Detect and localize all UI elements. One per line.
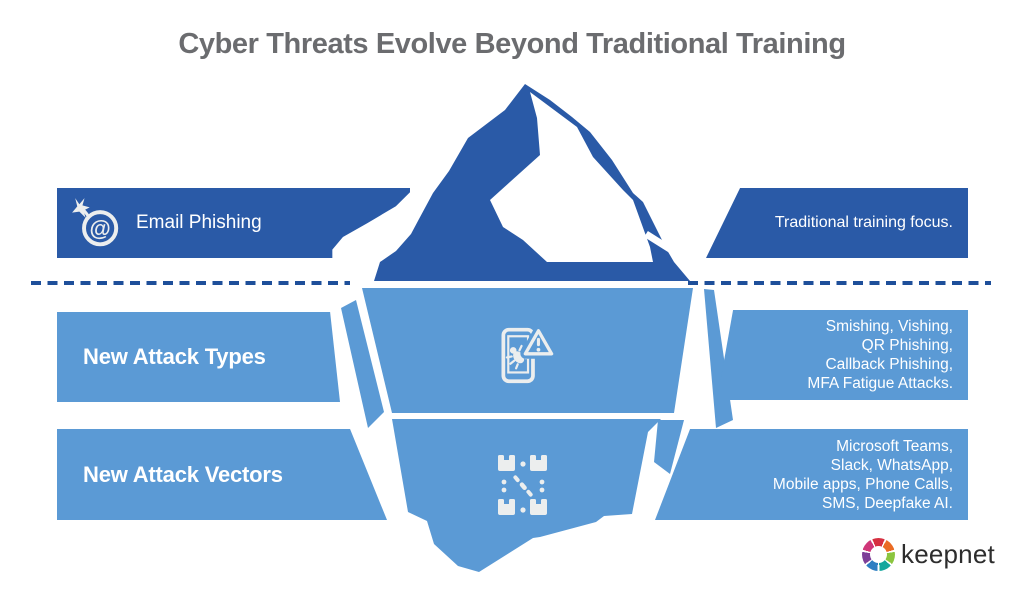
attack-vectors-bar: New Attack Vectors	[57, 429, 387, 520]
iceberg-body-lower	[392, 419, 661, 572]
keepnet-logo-ring	[862, 538, 895, 571]
surface-right-note: Traditional training focus.	[774, 214, 953, 231]
iceberg-tip-crack	[644, 231, 702, 271]
attack-types-bar: New Attack Types	[57, 312, 340, 402]
attack-types-note: Smishing, Vishing, QR Phishing, Callback…	[807, 318, 953, 392]
attack-vectors-note-bar: Microsoft Teams, Slack, WhatsApp, Mobile…	[655, 429, 968, 520]
mobile-malware-warning-icon	[488, 316, 557, 401]
attack-vectors-note: Microsoft Teams, Slack, WhatsApp, Mobile…	[772, 437, 953, 512]
iceberg-shard-right-lower	[654, 420, 684, 474]
keepnet-logo: keepnet	[862, 538, 995, 571]
surface-left-label: Email Phishing	[136, 212, 262, 233]
attack-types-label: New Attack Types	[83, 344, 266, 369]
email-phishing-bomb-icon: @	[72, 198, 119, 247]
iceberg-shard-left	[341, 300, 384, 428]
attack-types-note-bar: Smishing, Vishing, QR Phishing, Callback…	[717, 310, 968, 400]
keepnet-logo-text: keepnet	[901, 539, 995, 569]
iceberg-snow-face	[490, 92, 653, 262]
botnet-network-icon	[492, 446, 554, 529]
surface-right-bar: Traditional training focus.	[706, 188, 968, 258]
page-title: Cyber Threats Evolve Beyond Traditional …	[178, 28, 846, 60]
attack-vectors-label: New Attack Vectors	[83, 461, 283, 487]
svg-text:@: @	[89, 216, 110, 241]
